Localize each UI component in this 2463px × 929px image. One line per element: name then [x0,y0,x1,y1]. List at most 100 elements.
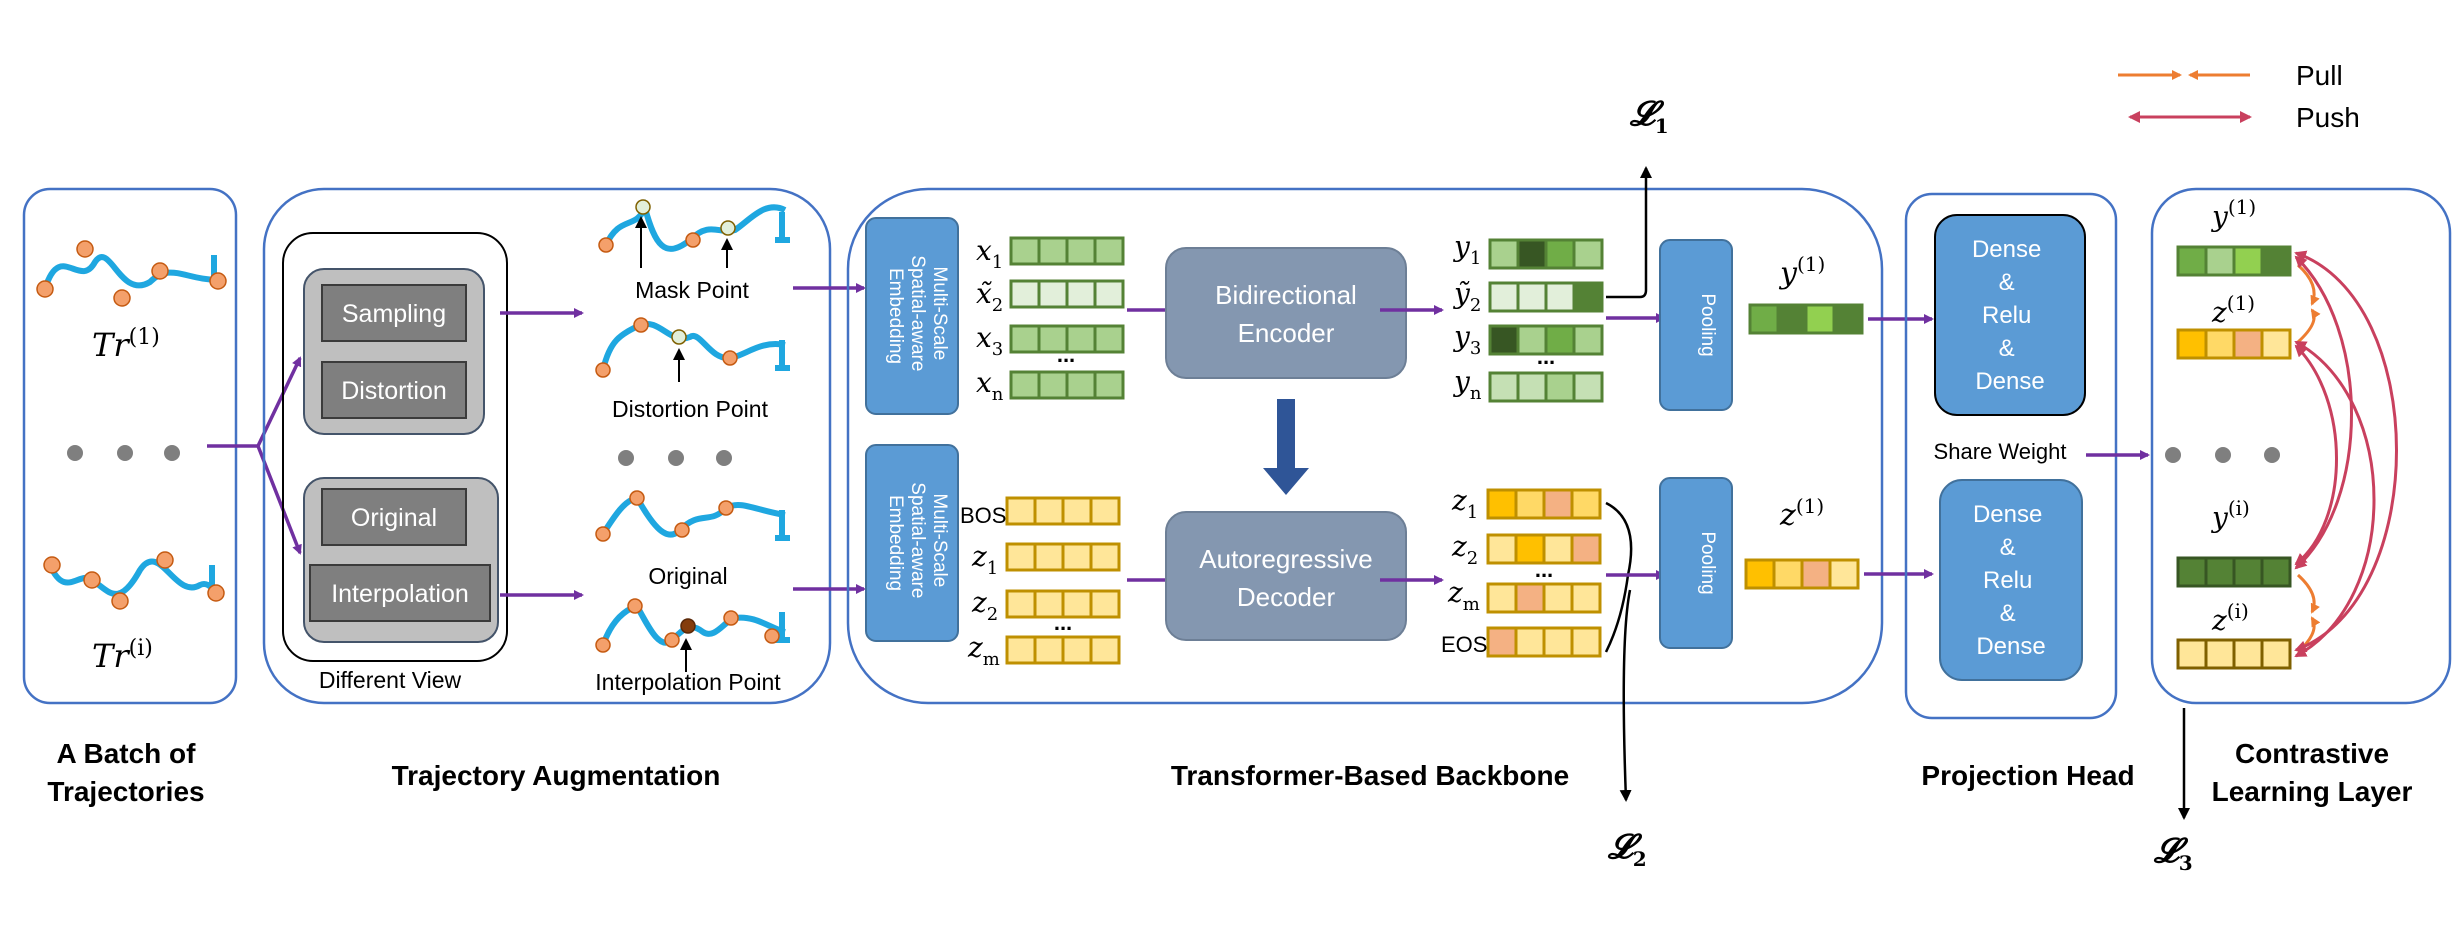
backbone-panel: Multi-Scale Spatial-aware Embedding Mult… [846,166,1884,802]
original-label: Original [351,504,437,532]
projection-panel: Dense & Relu & Dense Share Weight Dense … [1904,192,2118,720]
push-arrow-z1-yi [2294,344,2338,566]
legend-pull-label: Pull [2296,60,2343,91]
x1-label: x1 [976,234,1003,273]
loss1-bracket [1606,166,1652,299]
decoder-output-ellipsis: ... [1535,557,1553,582]
distortion-box [321,361,467,419]
y1-out-label: y1 [1452,230,1481,269]
zm-in-label: zm [967,631,1000,670]
token-bos [1005,496,1121,526]
y2-tilde-out-label: ỹ2 [1452,277,1481,316]
projection-title: Projection Head [1921,760,2134,791]
mask-point-label: Mask Point [635,277,749,303]
token-x3 [1009,324,1125,354]
share-weight-label: Share Weight [1934,439,2067,464]
batch-title-line2: Trajectories [47,776,204,807]
token-z1-in [1005,542,1121,572]
pooling-top-label: Pooling [1697,293,1718,356]
batch-title-line1: A Batch of [57,738,197,769]
x3-label: x3 [976,321,1003,360]
decoder-input-ellipsis: ... [1054,610,1072,635]
interpolation-label: Interpolation [331,580,469,608]
interpolation-point-label: Interpolation Point [595,669,781,695]
contrastive-token-zi [2176,638,2292,670]
embedding-bottom-text: Multi-Scale Spatial-aware Embedding [885,482,950,603]
contrastive-title-line2: Learning Layer [2212,776,2413,807]
token-y1-pooled [1748,303,1864,335]
token-z2-in [1005,589,1121,619]
z1-pooled-label: z(1) [1779,494,1824,533]
trajectory-icon [36,240,227,307]
bos-label: BOS [960,503,1006,528]
augmentation-title: Trajectory Augmentation [392,760,721,791]
token-yn-out [1488,371,1604,403]
loss1-label: 𝓛1 [1629,94,1669,138]
ellipsis-dots-icon [67,445,180,461]
token-z1-pooled [1744,558,1860,590]
push-arrow-z1-zi [2294,340,2376,658]
token-z1-out [1486,488,1602,520]
encoder-label-line2: Encoder [1238,318,1335,348]
z2-in-label: z2 [971,586,998,625]
sampling-box [321,284,467,342]
token-zm-in [1005,635,1121,665]
yn-out-label: yn [1452,365,1482,404]
zm-out-label: zm [1447,576,1480,615]
contrastive-token-z1 [2176,328,2292,360]
token-eos [1486,626,1602,658]
contrastive-title-line1: Contrastive [2235,738,2389,769]
token-z2-out [1486,533,1602,565]
different-view-label: Different View [319,667,462,693]
legend-push-label: Push [2296,102,2360,133]
dense-top-text: Dense & Relu & Dense [1972,236,2048,395]
encoder-label-line1: Bidirectional [1215,280,1357,310]
encoder-input-ellipsis: ... [1057,342,1075,367]
tr1-label: Tr(1) [92,325,160,364]
trajectory-icon [595,598,790,672]
pull-arrow-pair1-up [2296,308,2321,344]
loss2-bracket [1604,501,1633,653]
push-arrow-y1-zi [2294,250,2398,653]
original-box [321,488,467,546]
token-y2-tilde-out [1488,281,1604,313]
trajectory-icon [595,317,790,382]
batch-panel: Tr(1) Tr(i) [22,187,238,705]
pull-arrow-pair1-down [2296,263,2320,306]
decoder-label-line1: Autoregressive [1199,544,1372,574]
backbone-title: Transformer-Based Backbone [1171,760,1569,791]
contrastive-y1-label: y(1) [2210,195,2256,233]
pooling-box-bottom [1659,477,1733,649]
trajectory-icon [598,199,790,268]
pooling-bottom-label: Pooling [1697,531,1718,594]
ellipsis-dots-icon [618,450,732,466]
embedding-box-bottom [865,444,959,642]
bidirectional-encoder-block [1165,247,1407,379]
pooling-box-top [1659,239,1733,411]
token-xn [1009,370,1125,400]
push-arrow-y1-yi [2294,255,2353,570]
ellipsis-dots-icon [2165,447,2280,463]
loss3-label: 𝓛3 [2153,831,2193,875]
augmentation-panel: Sampling Distortion Original Interpolati… [262,187,832,705]
contrastive-yi-label: y(i) [2210,496,2250,534]
contrastive-panel-frame [2150,187,2452,705]
dense-bottom-text: Dense & Relu & Dense [1973,501,2049,660]
y1-pooled-label: y(1) [1778,252,1825,291]
z2-out-label: z2 [1451,530,1478,569]
encoder-to-decoder-arrow [1263,399,1309,495]
contrastive-z1-label: z(1) [2211,291,2255,329]
interpolation-box [309,564,491,622]
token-x2-tilde [1009,279,1125,309]
distortion-point-label: Distortion Point [612,396,769,422]
z1-in-label: z1 [971,540,998,579]
pull-arrow-pair2-down [2296,573,2320,614]
dense-block-top [1934,214,2086,416]
xn-label: xn [976,366,1004,405]
eos-label: EOS [1441,632,1487,657]
tri-label: Tr(i) [92,636,153,675]
embedding-top-text: Multi-Scale Spatial-aware Embedding [885,255,950,376]
autoregressive-decoder-block [1165,511,1407,641]
encoder-output-ellipsis: ... [1537,344,1555,369]
